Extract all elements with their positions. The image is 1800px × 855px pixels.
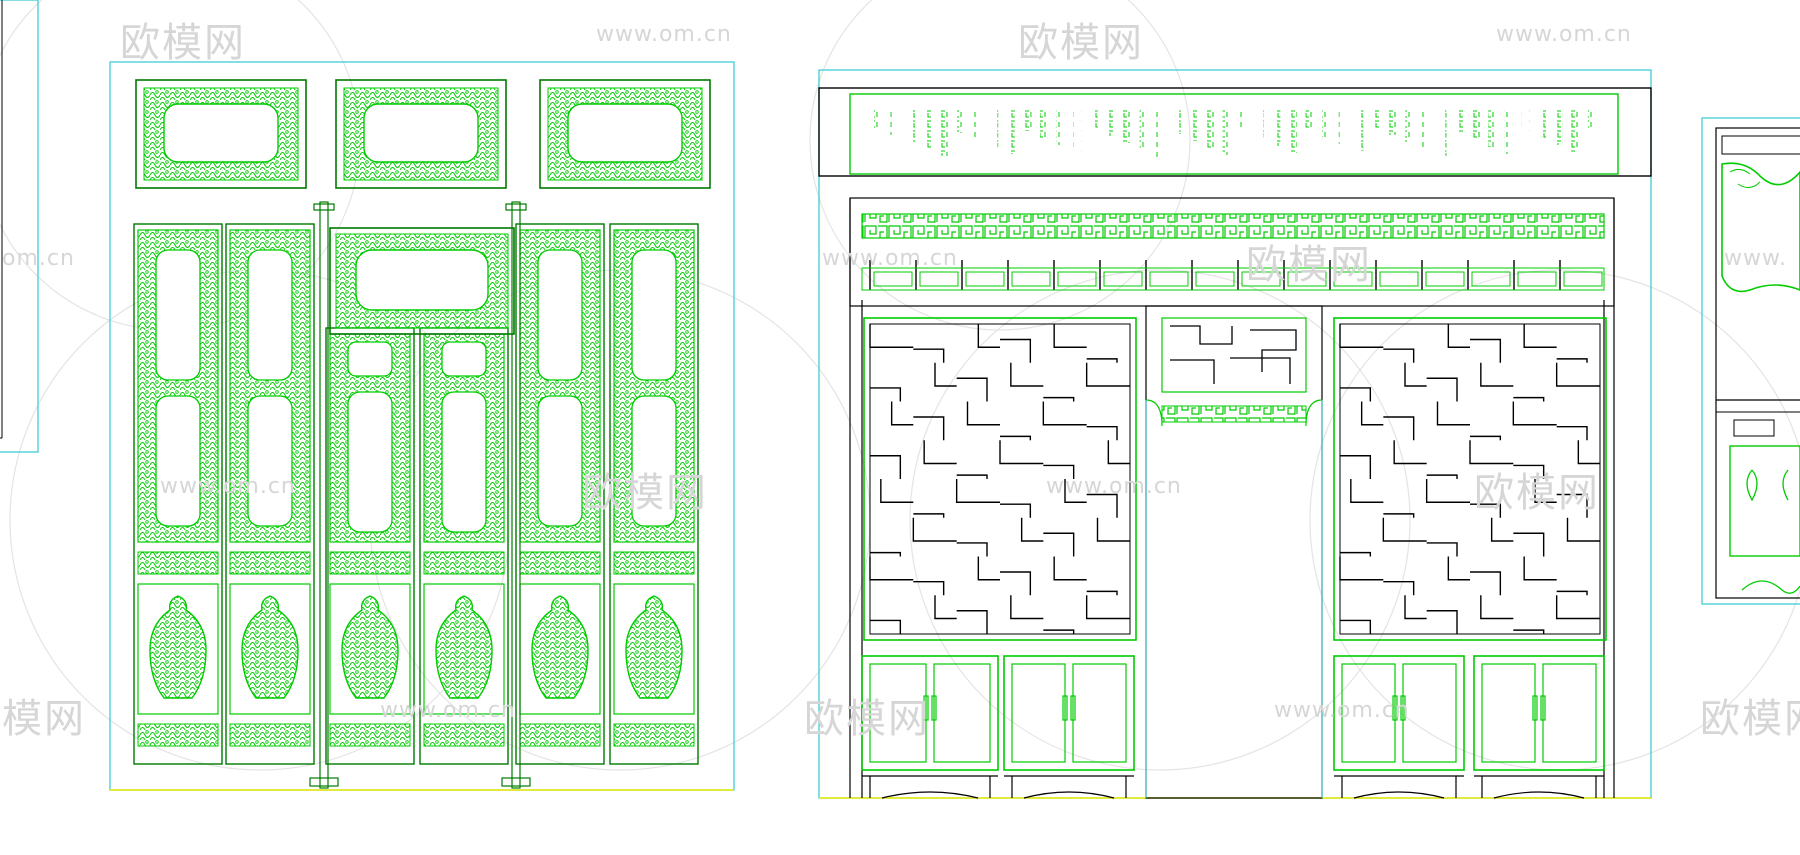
- lattice-panel-left: [863, 317, 1137, 641]
- watermark-logo: 欧模网: [582, 470, 708, 516]
- cabinet: [1473, 655, 1605, 771]
- watermark-logo: 欧模网: [1018, 20, 1144, 66]
- screen-panel: [609, 223, 699, 765]
- carved-screen-partition: [109, 61, 735, 791]
- watermark-url: www.om.cn: [1274, 698, 1410, 723]
- watermark-url: www.om.cn: [822, 246, 958, 271]
- watermark-logo: 欧模网: [1700, 696, 1800, 742]
- transom-panel: [539, 79, 711, 189]
- cabinet-base: [1334, 775, 1464, 799]
- watermark-url-partial: www.: [1724, 246, 1787, 271]
- cabinet-base: [1004, 775, 1134, 799]
- partial-cabinet-elevation: [1701, 117, 1800, 605]
- vase-carving: [241, 595, 299, 699]
- inscription-board: [874, 108, 1596, 157]
- lower-cabinets: [861, 655, 1605, 799]
- watermark-logo: 欧模网: [804, 696, 930, 742]
- screen-panel: [133, 223, 223, 765]
- watermark-url: www.om.cn: [1046, 474, 1182, 499]
- doorway-opening: [1145, 305, 1323, 799]
- watermark-logo-partial: 欧模网: [0, 696, 86, 742]
- transom-panel: [135, 79, 307, 189]
- vase-carving: [149, 595, 207, 699]
- lattice-panel-right: [1333, 317, 1607, 641]
- cabinet: [1333, 655, 1465, 771]
- door-lattice: [1170, 325, 1297, 384]
- lattice-pattern: [1339, 324, 1600, 634]
- left-edge-drawing-fragment: [0, 0, 39, 453]
- watermark-logo: 欧模网: [1246, 242, 1372, 288]
- screen-panels: [133, 223, 699, 765]
- vase-carving: [341, 595, 399, 699]
- cabinet: [861, 655, 999, 771]
- watermark-url: www.om.cn: [596, 22, 732, 47]
- watermark-url: www.om.cn: [380, 698, 516, 723]
- watermark-url: www.om.cn: [160, 474, 296, 499]
- watermark-logo: 欧模网: [120, 20, 246, 66]
- screen-panel: [225, 223, 315, 765]
- watermark-logo: 欧模网: [1474, 470, 1600, 516]
- cabinet-base: [1474, 775, 1604, 799]
- screen-panel: [515, 223, 605, 765]
- cabinet-base: [862, 775, 998, 799]
- transom-panel: [335, 79, 507, 189]
- watermark-url: www.om.cn: [1496, 22, 1632, 47]
- center-header-panel: [329, 227, 515, 335]
- transom-panels: [135, 79, 711, 189]
- vase-carving: [625, 595, 683, 699]
- frieze-spindles: [869, 260, 1603, 290]
- door-posts: [309, 201, 531, 789]
- cabinet: [1003, 655, 1135, 771]
- watermark-url-partial: om.cn: [2, 246, 75, 271]
- vase-carving: [435, 595, 493, 699]
- lattice-moon-doorway-wall: [818, 69, 1652, 799]
- vase-carving: [531, 595, 589, 699]
- lattice-pattern: [869, 324, 1130, 634]
